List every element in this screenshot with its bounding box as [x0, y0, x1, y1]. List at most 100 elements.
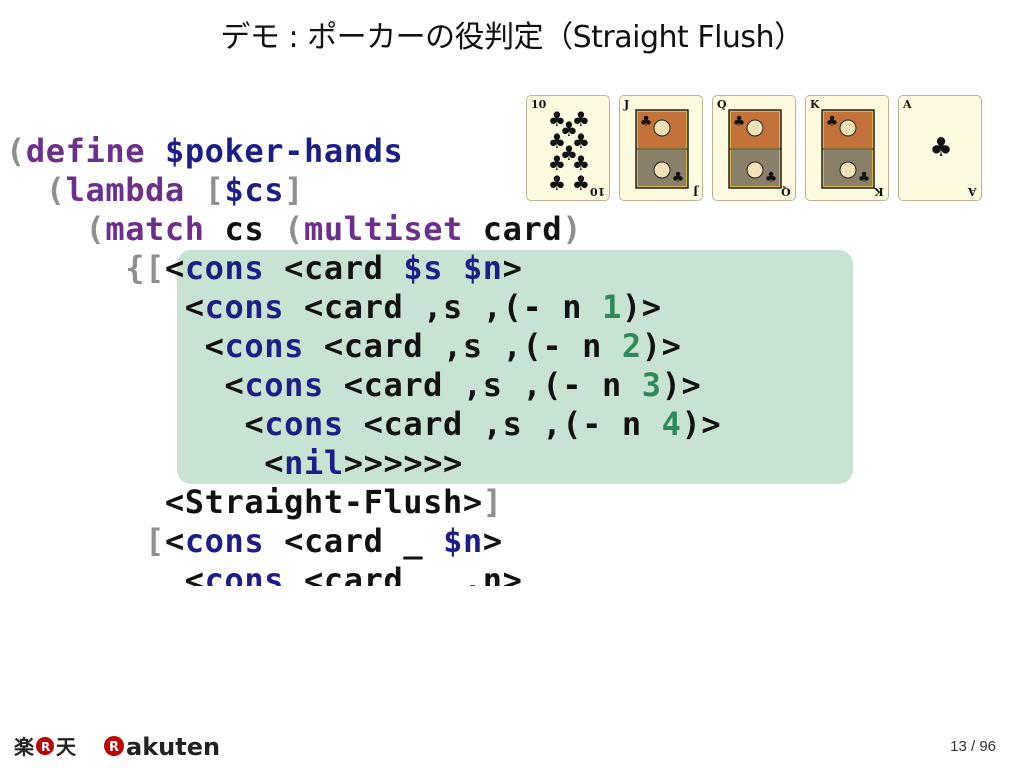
club-icon: ♣ — [733, 114, 746, 130]
code-token: 1 — [601, 288, 622, 326]
code-token: cons — [184, 249, 265, 287]
page-total: 96 — [979, 738, 996, 755]
logo-kanji-2: 天 — [56, 735, 77, 759]
code-token: )> — [661, 366, 702, 404]
logo-r-small: R — [41, 740, 50, 754]
code-token: ] — [284, 171, 305, 209]
code-line: <cons <card _ ,n> — [6, 561, 523, 586]
card-rank: Q — [717, 98, 727, 111]
code-token: cons — [244, 366, 324, 404]
card-art: ♣♣♣♣♣♣♣♣♣♣ — [548, 107, 590, 195]
code-token: cons — [264, 405, 344, 443]
club-icon: ♣ — [548, 107, 566, 131]
code-token: < — [164, 249, 185, 287]
code-token: < — [6, 327, 225, 365]
code-token: <card ,s ,( — [343, 405, 583, 443]
code-token: cons — [204, 561, 285, 586]
code-token: ( — [6, 132, 26, 170]
card-art: ♣♣ — [821, 109, 875, 189]
code-token: )> — [621, 288, 662, 326]
code-token: <card — [264, 249, 404, 287]
club-icon: ♣ — [826, 114, 839, 130]
rakuten-logo: 楽 R 天 R akuten — [14, 730, 254, 762]
code-token: - n — [562, 366, 642, 404]
code-block: (define $poker-hands (lambda [$cs] (matc… — [0, 128, 1024, 586]
code-token: )> — [681, 405, 722, 443]
code-token: <card _ ,n> — [284, 561, 523, 586]
club-icon: ♣ — [548, 151, 566, 175]
code-token: ) — [562, 210, 583, 248]
slide-title: デモ : ポーカーの役判定（Straight Flush） — [220, 20, 804, 55]
code-line: (lambda [$cs] — [6, 171, 304, 210]
card-art: ♣♣ — [635, 109, 689, 189]
code-token: 2 — [621, 327, 642, 365]
code-line: <nil>>>>>> — [6, 444, 463, 483]
club-icon: ♣ — [548, 129, 566, 153]
club-icon: ♣ — [929, 133, 952, 163]
code-token: lambda — [65, 171, 185, 209]
card-rank: A — [903, 98, 912, 111]
page-current: 13 — [950, 738, 967, 755]
code-token: 3 — [641, 366, 662, 404]
code-token: - n — [582, 405, 662, 443]
club-icon: ♣ — [858, 170, 871, 186]
code-token: cons — [224, 327, 304, 365]
code-line: <cons <card ,s ,(- n 4)> — [6, 405, 721, 444]
code-token: <card ,s ,( — [304, 327, 543, 365]
code-token: nil — [284, 444, 344, 482]
code-token: [ — [6, 522, 165, 560]
card-rank: J — [624, 98, 630, 111]
code-token: < — [6, 405, 265, 443]
club-icon: ♣ — [548, 171, 566, 195]
club-icon: ♣ — [672, 170, 685, 186]
code-token: > — [482, 522, 503, 560]
code-token: cs — [204, 210, 285, 248]
code-token: ( — [284, 210, 304, 248]
code-line: <Straight-Flush>] — [6, 483, 503, 522]
code-token: cons — [204, 288, 285, 326]
club-icon: ♣ — [572, 129, 590, 153]
code-token: {[ — [6, 249, 165, 287]
face-head-bottom — [746, 161, 764, 179]
logo-r: R — [109, 740, 119, 755]
logo-word: akuten — [126, 733, 220, 761]
code-token: $poker-hands — [164, 132, 404, 170]
code-token — [145, 132, 165, 170]
code-token: multiset — [304, 210, 463, 248]
club-icon: ♣ — [572, 107, 590, 131]
code-token: ] — [482, 483, 503, 521]
club-icon: ♣ — [560, 141, 578, 165]
code-token: )> — [641, 327, 682, 365]
code-line: [<cons <card _ $n> — [6, 522, 503, 561]
code-token: $s $n — [403, 249, 503, 287]
face-head-bottom — [839, 161, 857, 179]
code-token: $n — [443, 522, 483, 560]
code-line: {[<cons <card $s $n> — [6, 249, 523, 288]
code-token: $cs — [224, 171, 285, 209]
club-icon: ♣ — [765, 170, 778, 186]
face-head-bottom — [653, 161, 671, 179]
code-token: >>>>>> — [343, 444, 463, 482]
code-token: <card _ — [264, 522, 444, 560]
logo-kanji-1: 楽 — [14, 735, 35, 759]
logo-r-circle — [104, 736, 124, 756]
code-line: <cons <card ,s ,(- n 1)> — [6, 288, 662, 327]
face-head-top — [746, 119, 764, 137]
club-icon: ♣ — [572, 151, 590, 175]
code-token: < — [6, 288, 205, 326]
code-token: ( — [6, 171, 66, 209]
code-token: define — [25, 132, 146, 170]
code-token: 4 — [661, 405, 682, 443]
pattern-highlight — [177, 250, 853, 484]
code-token: <card ,s ,( — [323, 366, 563, 404]
code-token: < — [164, 522, 185, 560]
code-token: - n — [522, 288, 602, 326]
code-token: [ — [184, 171, 225, 209]
code-line: (define $poker-hands — [6, 132, 403, 171]
code-token: - n — [542, 327, 622, 365]
